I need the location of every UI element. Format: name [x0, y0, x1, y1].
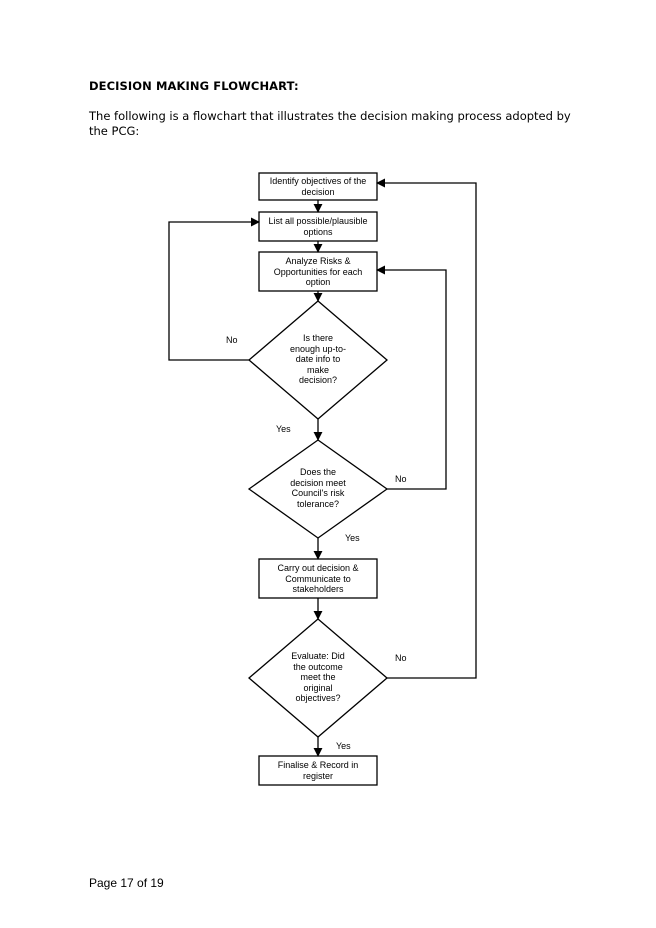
label-yes-enough-info: Yes: [276, 424, 291, 434]
decision-risk-tolerance-text: Does the decision meet Council's risk to…: [290, 467, 346, 509]
label-no-risk: No: [395, 474, 407, 484]
page-heading: DECISION MAKING FLOWCHART:: [89, 79, 299, 93]
loop-no-to-identify: [376, 178, 477, 679]
label-yes-risk: Yes: [345, 533, 360, 543]
intro-paragraph: The following is a flowchart that illust…: [89, 109, 571, 138]
decision-evaluate-text: Evaluate: Did the outcome meet the origi…: [291, 651, 345, 703]
label-yes-evaluate: Yes: [336, 741, 351, 751]
step-carry-out-text: Carry out decision & Communicate to stak…: [277, 563, 359, 594]
decision-enough-info-text: Is there enough up-to- date info to make…: [289, 333, 347, 385]
page-footer: Page 17 of 19: [89, 876, 164, 890]
label-no-enough-info: No: [226, 335, 238, 345]
loop-no-to-list: [168, 217, 260, 361]
loop-no-to-analyze: [376, 265, 447, 490]
step-list-text: List all possible/plausible options: [268, 216, 368, 237]
step-identify-text: Identify objectives of the decision: [269, 176, 367, 197]
step-finalise-text: Finalise & Record in register: [277, 760, 359, 781]
step-analyze-text: Analyze Risks & Opportunities for each o…: [273, 256, 363, 287]
label-no-evaluate: No: [395, 653, 407, 663]
